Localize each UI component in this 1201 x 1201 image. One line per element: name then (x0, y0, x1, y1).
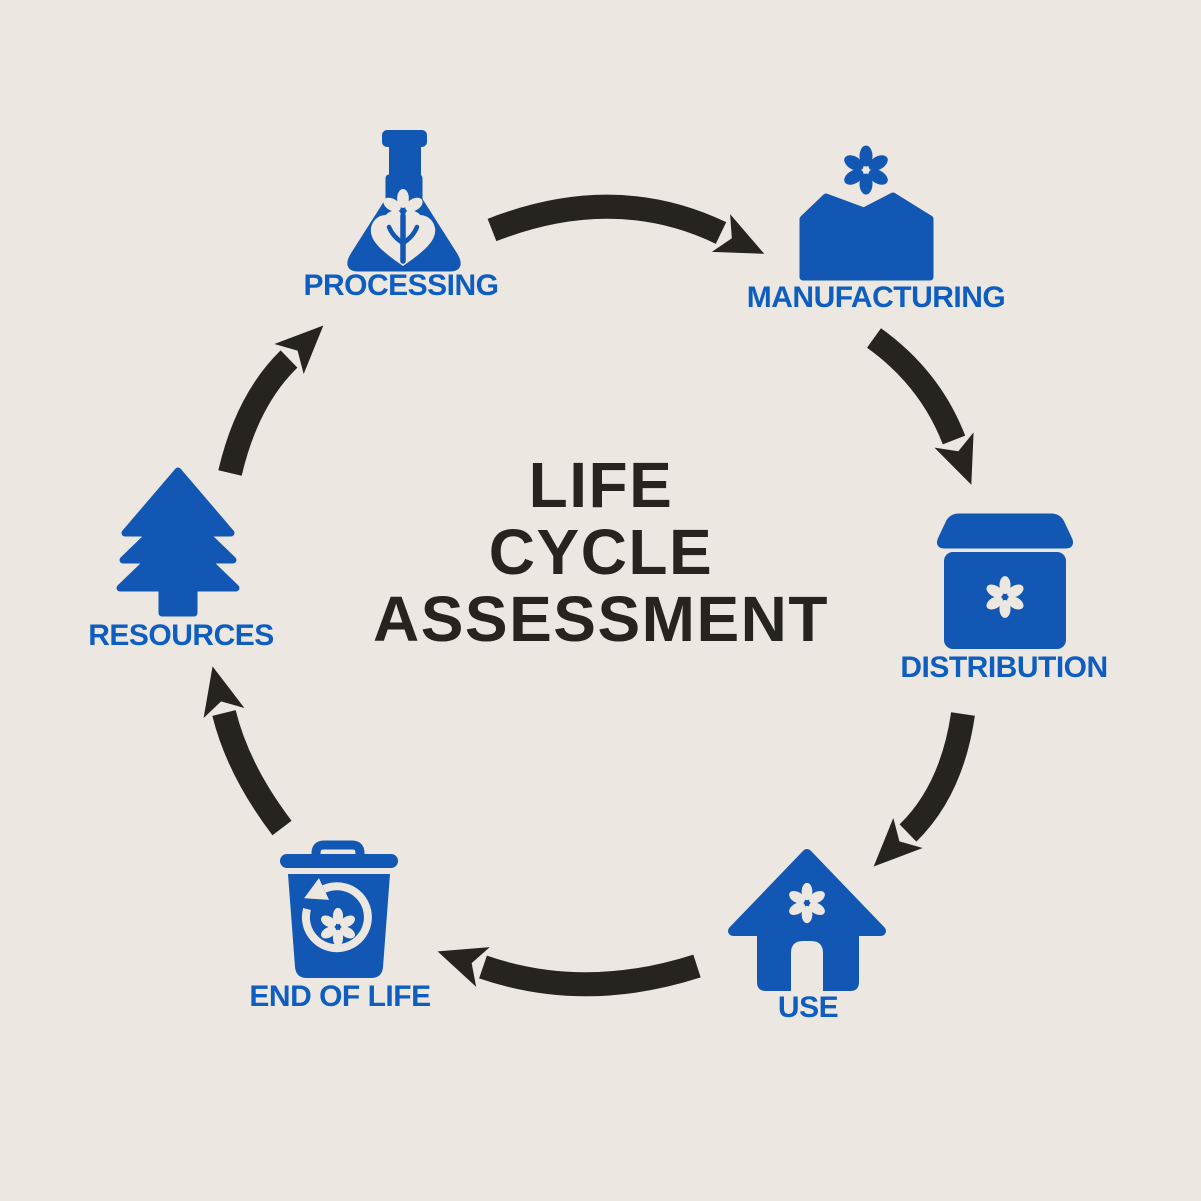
page-title: LIFE CYCLE ASSESSMENT (373, 452, 829, 653)
factory-icon (799, 145, 934, 281)
arrow-manufacturing-to-distribution (866, 328, 974, 485)
arrow-processing-to-manufacturing (487, 194, 765, 254)
stage-label-manufacturing: MANUFACTURING (746, 281, 1006, 314)
arrow-end-of-life-to-resources (203, 666, 292, 836)
stage-label-resources: RESOURCES (88, 619, 274, 652)
tree-icon (116, 467, 240, 617)
cycle-arrows (203, 194, 975, 997)
arrow-use-to-end-of-life (437, 947, 701, 997)
stage-label-distribution: DISTRIBUTION (900, 651, 1108, 684)
stage-label-use: USE (777, 991, 839, 1024)
arrow-distribution-to-use (873, 712, 975, 867)
recycle-ring-icon (301, 882, 372, 953)
flask-icon (347, 130, 461, 272)
stage-label-end-of-life: END OF LIFE (249, 980, 431, 1013)
house-icon (728, 849, 886, 991)
flower-icon (841, 145, 891, 195)
title-line-3: ASSESSMENT (373, 583, 829, 655)
stage-label-processing: PROCESSING (303, 269, 499, 302)
box-icon (936, 513, 1074, 649)
arrow-resources-to-processing (218, 325, 324, 476)
trash-bin-icon (280, 840, 398, 978)
recycle-arrowhead-icon (304, 878, 330, 900)
title-line-1: LIFE (528, 449, 674, 521)
title-line-2: CYCLE (488, 516, 714, 588)
door-cutout-icon (791, 941, 823, 991)
